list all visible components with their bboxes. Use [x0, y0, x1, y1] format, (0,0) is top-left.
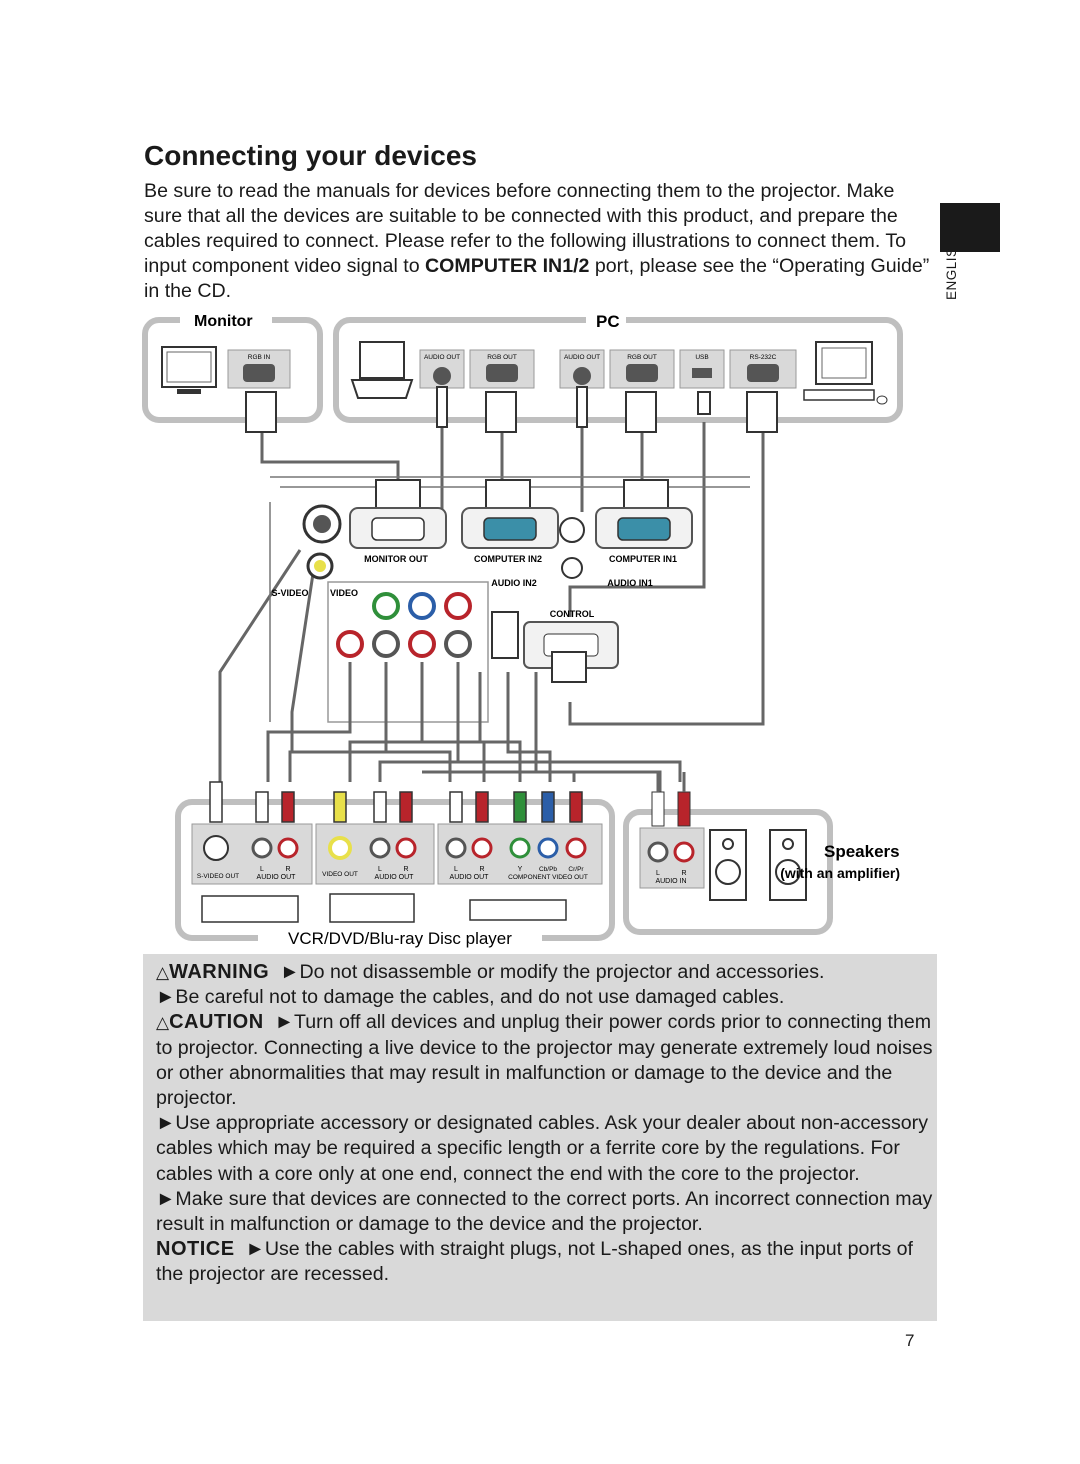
safety-text: △WARNING ►Do not disassemble or modify t…: [156, 960, 936, 1288]
notice-tag: NOTICE: [156, 1238, 235, 1261]
svg-text:Y: Y: [518, 866, 523, 873]
svg-text:AUDIO OUT: AUDIO OUT: [424, 354, 460, 361]
computer-in1-label: COMPUTER IN1: [609, 554, 677, 564]
svg-text:Cb/Pb: Cb/Pb: [539, 866, 557, 873]
connection-diagram: Monitor PC RGB IN AUDIO OUT RGB OUT AUDI…: [142, 312, 903, 948]
player-plugs: [209, 781, 583, 823]
speakers-audio-in-panel: L R AUDIO IN: [639, 772, 705, 889]
warning-text-2: ►Be careful not to damage the cables, an…: [156, 986, 785, 1009]
warning-tag: WARNING: [169, 961, 270, 983]
svg-text:L: L: [378, 866, 382, 873]
notice-text-1: ►Use the cables with straight plugs, not…: [156, 1238, 913, 1286]
player-device-icons: [201, 893, 567, 923]
desktop-pc-icon: [803, 341, 888, 405]
video-label: VIDEO: [330, 588, 358, 598]
svg-text:AUDIO OUT: AUDIO OUT: [257, 874, 297, 881]
svg-text:AUDIO OUT: AUDIO OUT: [564, 354, 600, 361]
monitor-out-label: MONITOR OUT: [364, 554, 428, 564]
speakers-label: Speakers: [824, 842, 900, 861]
caution-text-3: ►Make sure that devices are connected to…: [156, 1187, 933, 1236]
svg-text:R: R: [681, 870, 686, 877]
intro-port-name: COMPUTER IN1/2: [425, 255, 590, 277]
pc-label: PC: [596, 312, 620, 331]
page-number: 7: [905, 1331, 915, 1350]
svg-text:AUDIO OUT: AUDIO OUT: [375, 874, 415, 881]
lower-cables: [266, 662, 682, 792]
language-label: ENGLISH: [944, 237, 959, 300]
svg-text:AUDIO IN: AUDIO IN: [655, 878, 686, 885]
svg-text:RS-232C: RS-232C: [750, 354, 777, 361]
svg-text:VIDEO OUT: VIDEO OUT: [322, 871, 358, 878]
speaker-icons: [709, 829, 807, 901]
svg-text:L: L: [260, 866, 264, 873]
svg-text:COMPONENT VIDEO OUT: COMPONENT VIDEO OUT: [508, 874, 588, 881]
intro-paragraph: Be sure to read the manuals for devices …: [144, 179, 934, 304]
svg-text:R: R: [479, 866, 484, 873]
laptop-icon: [350, 341, 414, 399]
cable-plugs-top: [245, 386, 778, 433]
monitor-rgb-in-port: RGB IN: [227, 349, 291, 389]
warning-icon: △: [156, 963, 170, 982]
audio-in1-label: AUDIO IN1: [607, 578, 653, 588]
warning-text-1: ►Do not disassemble or modify the projec…: [280, 961, 825, 983]
projector-panel: MONITOR OUT COMPUTER IN2 COMPUTER IN1 AU…: [269, 476, 750, 723]
caution-icon: △: [156, 1013, 170, 1033]
s-video-label: S-VIDEO: [271, 588, 308, 598]
svg-text:USB: USB: [695, 354, 708, 361]
page-title: Connecting your devices: [144, 140, 477, 171]
intro-text: Be sure to read the manuals for devices …: [144, 180, 907, 277]
audio-in2-label: AUDIO IN2: [491, 578, 537, 588]
svg-text:L: L: [656, 870, 660, 877]
caution-tag: CAUTION: [169, 1011, 264, 1034]
svg-text:RGB OUT: RGB OUT: [627, 354, 657, 361]
caution-text-1: ►Turn off all devices and unplug their p…: [156, 1011, 933, 1110]
speakers-group-frame: [623, 809, 833, 935]
svg-text:Cr/Pr: Cr/Pr: [568, 866, 584, 873]
safety-notice-box: [143, 954, 937, 1321]
monitor-icon: [161, 346, 217, 394]
language-tab: [940, 203, 1000, 252]
player-label: VCR/DVD/Blu-ray Disc player: [288, 929, 512, 948]
player-port-panels: L R S-VIDEO OUT AUDIO OUT L R VIDEO OUT …: [191, 823, 603, 885]
svg-text:R: R: [285, 866, 290, 873]
monitor-label: Monitor: [194, 313, 253, 330]
control-label: CONTROL: [550, 609, 595, 619]
computer-in2-label: COMPUTER IN2: [474, 554, 542, 564]
svg-text:RGB IN: RGB IN: [248, 354, 271, 361]
svg-text:R: R: [403, 866, 408, 873]
svg-text:L: L: [454, 866, 458, 873]
intro-text-end: port, please see the “Operating Guide” i…: [144, 255, 930, 302]
svg-text:AUDIO OUT: AUDIO OUT: [450, 874, 490, 881]
pc-port-row: AUDIO OUT RGB OUT AUDIO OUT RGB OUT USB …: [419, 349, 797, 389]
speakers-note: (with an amplifier): [780, 865, 900, 881]
svg-text:RGB OUT: RGB OUT: [487, 354, 517, 361]
caution-text-2: ►Use appropriate accessory or designated…: [156, 1112, 928, 1185]
svg-text:S-VIDEO OUT: S-VIDEO OUT: [197, 873, 239, 880]
